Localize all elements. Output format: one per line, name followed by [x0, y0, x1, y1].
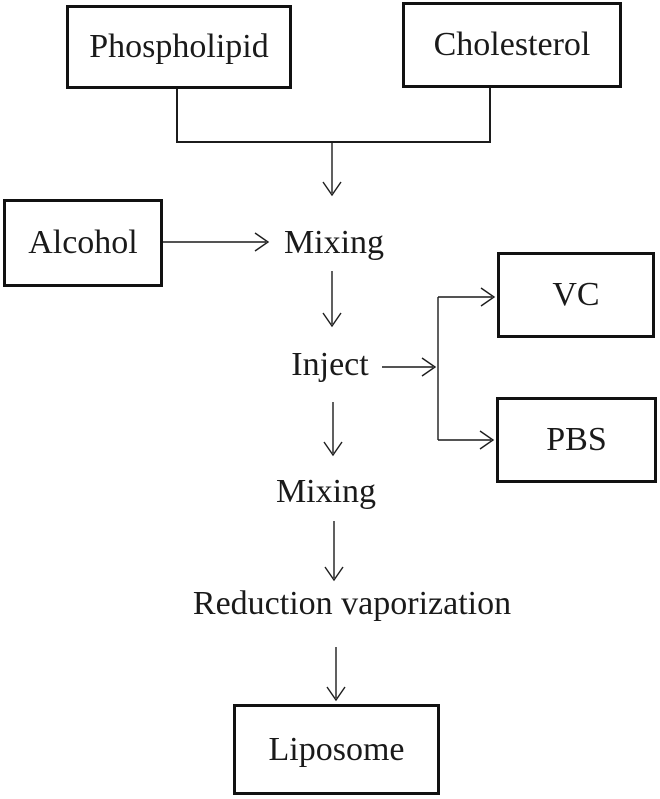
box-pbs: PBS: [496, 397, 657, 483]
arrow-branch-to-pbs-head: [479, 430, 495, 450]
step-mixing-1-label: Mixing: [283, 224, 385, 261]
arrow-mixing2-to-reduction-head: [324, 566, 344, 582]
arrow-merge-to-mixing-head: [322, 181, 342, 197]
arrow-mixing1-to-inject-head: [322, 312, 342, 328]
box-cholesterol-label: Cholesterol: [433, 26, 591, 63]
box-alcohol: Alcohol: [3, 199, 163, 287]
arrow-reduction-to-liposome-head: [326, 686, 346, 702]
arrow-inject-to-mixing2-head: [323, 441, 343, 457]
connector-merge-bracket: [176, 88, 491, 143]
box-liposome: Liposome: [233, 704, 440, 795]
box-vc-label: VC: [552, 276, 600, 313]
step-mixing-2-label: Mixing: [275, 473, 377, 510]
step-reduction-vaporization-label: Reduction vaporization: [192, 585, 512, 622]
box-phospholipid: Phospholipid: [66, 5, 292, 89]
arrow-branch-to-vc-head: [480, 287, 496, 307]
box-phospholipid-label: Phospholipid: [89, 28, 269, 65]
box-liposome-label: Liposome: [268, 730, 405, 768]
arrow-inject-to-branch-head: [421, 357, 437, 377]
box-pbs-label: PBS: [546, 421, 607, 458]
step-inject-label: Inject: [291, 346, 369, 383]
box-vc: VC: [497, 252, 655, 338]
box-alcohol-label: Alcohol: [28, 224, 138, 261]
arrow-alcohol-to-mixing-head: [254, 232, 270, 252]
box-cholesterol: Cholesterol: [402, 2, 622, 88]
